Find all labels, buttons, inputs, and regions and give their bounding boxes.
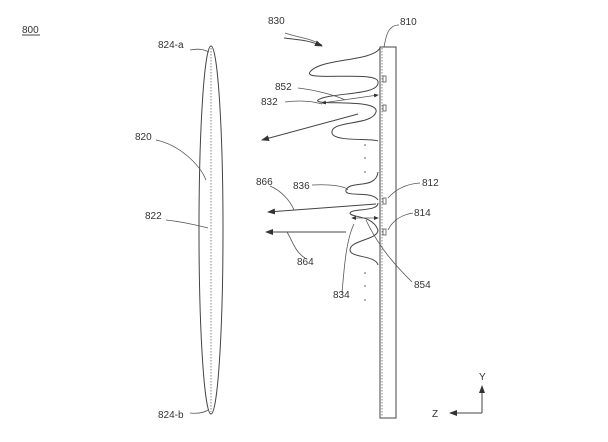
wavefront-lower [345, 171, 379, 266]
leader-lines [155, 24, 421, 414]
emitter-1 [382, 75, 387, 83]
label-814: 814 [414, 208, 431, 219]
ray-866 [267, 203, 377, 215]
label-852: 852 [275, 82, 292, 93]
z-axis-label: Z [432, 409, 438, 420]
label-810: 810 [400, 17, 417, 28]
y-axis-label: Y [479, 372, 486, 383]
label-832: 832 [261, 97, 278, 108]
dimension-852 [321, 93, 379, 105]
continuation-dots [364, 144, 366, 301]
label-866: 866 [256, 177, 273, 188]
emitter-812 [382, 197, 387, 205]
figure-label: 800 [22, 25, 39, 36]
emitter-814 [382, 228, 387, 236]
label-830: 830 [268, 16, 285, 27]
label-836: 836 [293, 181, 310, 192]
label-854: 854 [414, 280, 431, 291]
label-822: 822 [145, 211, 162, 222]
display-panel [379, 46, 397, 419]
label-820: 820 [135, 132, 152, 143]
wavefront-upper [309, 47, 381, 142]
wave-group-arrow [283, 37, 323, 47]
ray-upper [261, 113, 359, 142]
emitter-2 [382, 104, 387, 112]
label-834: 834 [333, 290, 350, 301]
lens-ellipse [198, 45, 224, 415]
label-864: 864 [297, 257, 314, 268]
label-824b: 824-b [158, 410, 184, 421]
label-812: 812 [422, 178, 439, 189]
label-824a: 824-a [158, 40, 184, 51]
